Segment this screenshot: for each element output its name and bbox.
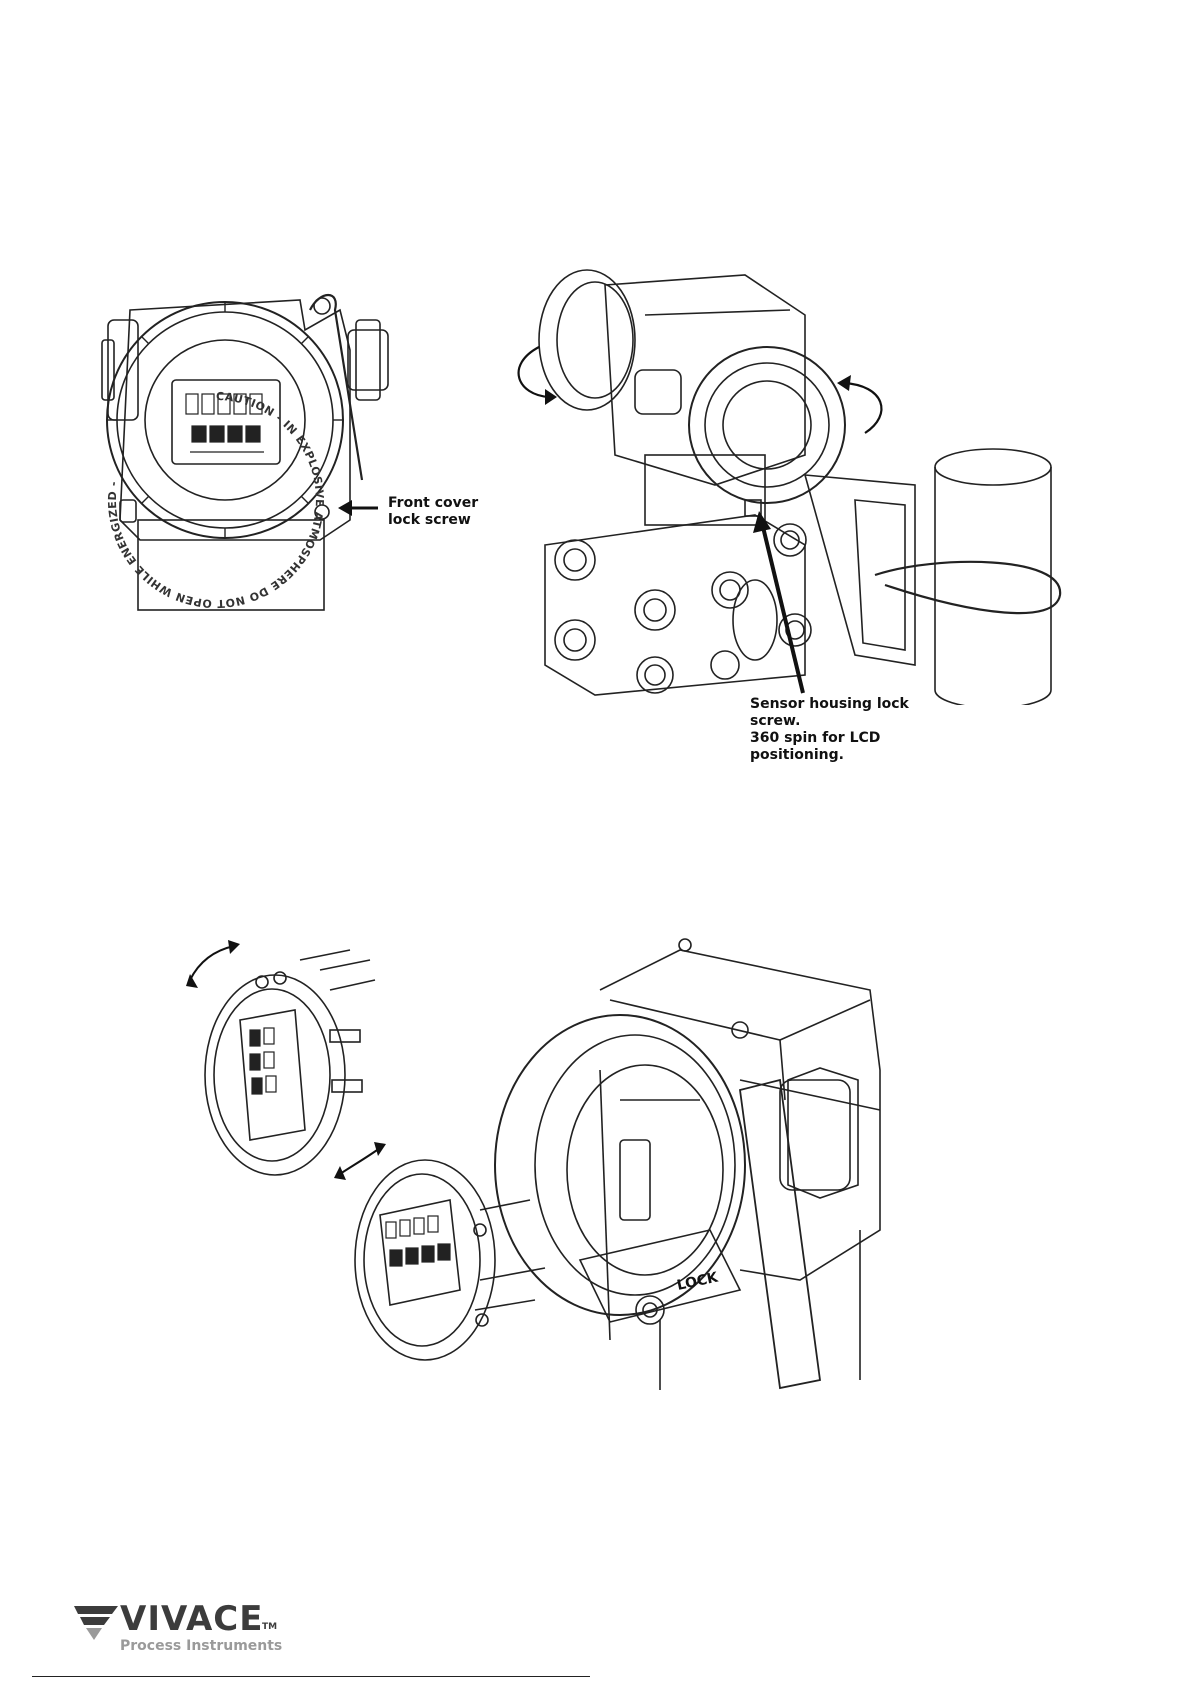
vivace-logo-mark xyxy=(74,1602,118,1642)
sensor-neck xyxy=(645,455,765,525)
side-view-figure xyxy=(505,255,1065,705)
rotate-arrow-lower xyxy=(334,1142,386,1180)
sensor-lock-arrow xyxy=(753,511,803,693)
front-cover-callout: Front cover lock screw xyxy=(388,495,478,529)
sensor-lock-callout: Sensor housing lock screw. 360 spin for … xyxy=(750,696,909,764)
right-conduit-plug xyxy=(348,330,388,390)
front-cover-arrow xyxy=(338,500,378,516)
exploded-view-figure: LOCK xyxy=(180,930,940,1400)
lcd-module-upper xyxy=(205,950,375,1175)
rotate-arrow-right xyxy=(837,375,881,433)
rotate-arrow-upper xyxy=(186,940,240,988)
housing-lock-tag: LOCK xyxy=(676,1269,721,1294)
brand-name: VIVACE xyxy=(120,1600,263,1638)
mounting-pipe xyxy=(935,449,1051,485)
brand-tagline: Process Instruments xyxy=(120,1638,282,1654)
rotate-arrow-left xyxy=(519,347,557,405)
side-front-cover xyxy=(689,347,845,503)
left-conduit-boss xyxy=(108,320,138,420)
lcd-module-lower xyxy=(355,1160,545,1360)
mounting-bracket xyxy=(805,475,915,665)
front-view-figure: CAUTION - IN EXPLOSIVE ATMOSPHERE DO NOT… xyxy=(100,290,520,650)
rear-cover xyxy=(539,270,635,410)
brand-trademark: TM xyxy=(262,1622,277,1632)
vivace-logo: VIVACE TM Process Instruments xyxy=(74,1600,284,1660)
exploded-housing xyxy=(495,939,880,1390)
footer-rule xyxy=(32,1676,590,1677)
